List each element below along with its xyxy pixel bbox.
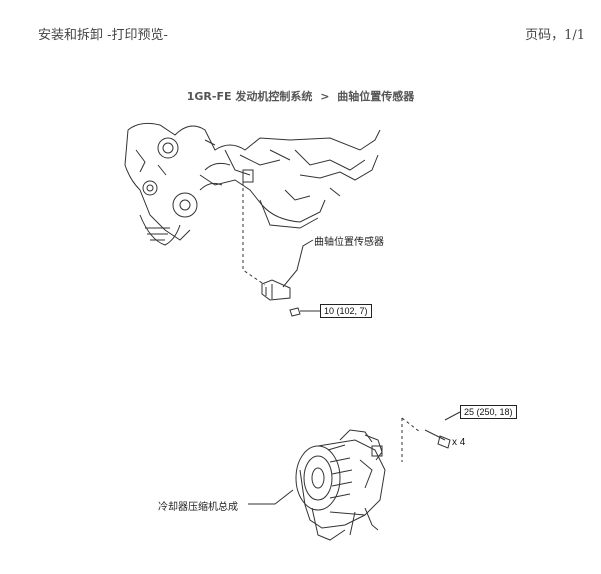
crank-sensor-label: 曲轴位置传感器	[314, 237, 384, 248]
crank-sensor-guide-line	[242, 182, 266, 286]
print-preview-title: 安装和拆卸 -打印预览-	[38, 28, 168, 43]
engine-block-drawing	[124, 122, 381, 246]
breadcrumb-page: 曲轴位置传感器	[337, 90, 415, 103]
breadcrumb-system: 发动机控制系统	[235, 90, 313, 103]
breadcrumb-section: 1GR-FE	[186, 90, 232, 103]
crank-sensor-torque-spec: 10 (102, 7)	[320, 304, 372, 318]
compressor-bolt	[424, 411, 461, 449]
compressor-label: 冷却器压缩机总成	[158, 502, 238, 513]
breadcrumb: 1GR-FE 发动机控制系统 > 曲轴位置传感器	[0, 88, 601, 104]
compressor-leader	[248, 489, 294, 505]
breadcrumb-separator: >	[320, 90, 330, 103]
compressor-torque-spec: 25 (250, 18)	[460, 405, 517, 419]
crank-sensor-bolt	[289, 307, 320, 317]
compressor-guide-line	[401, 417, 421, 462]
page-indicator: 页码，1/1	[525, 28, 585, 43]
compressor-drawing	[295, 429, 386, 541]
bolt-quantity: x 4	[452, 437, 466, 448]
crank-sensor-drawing	[261, 239, 314, 301]
